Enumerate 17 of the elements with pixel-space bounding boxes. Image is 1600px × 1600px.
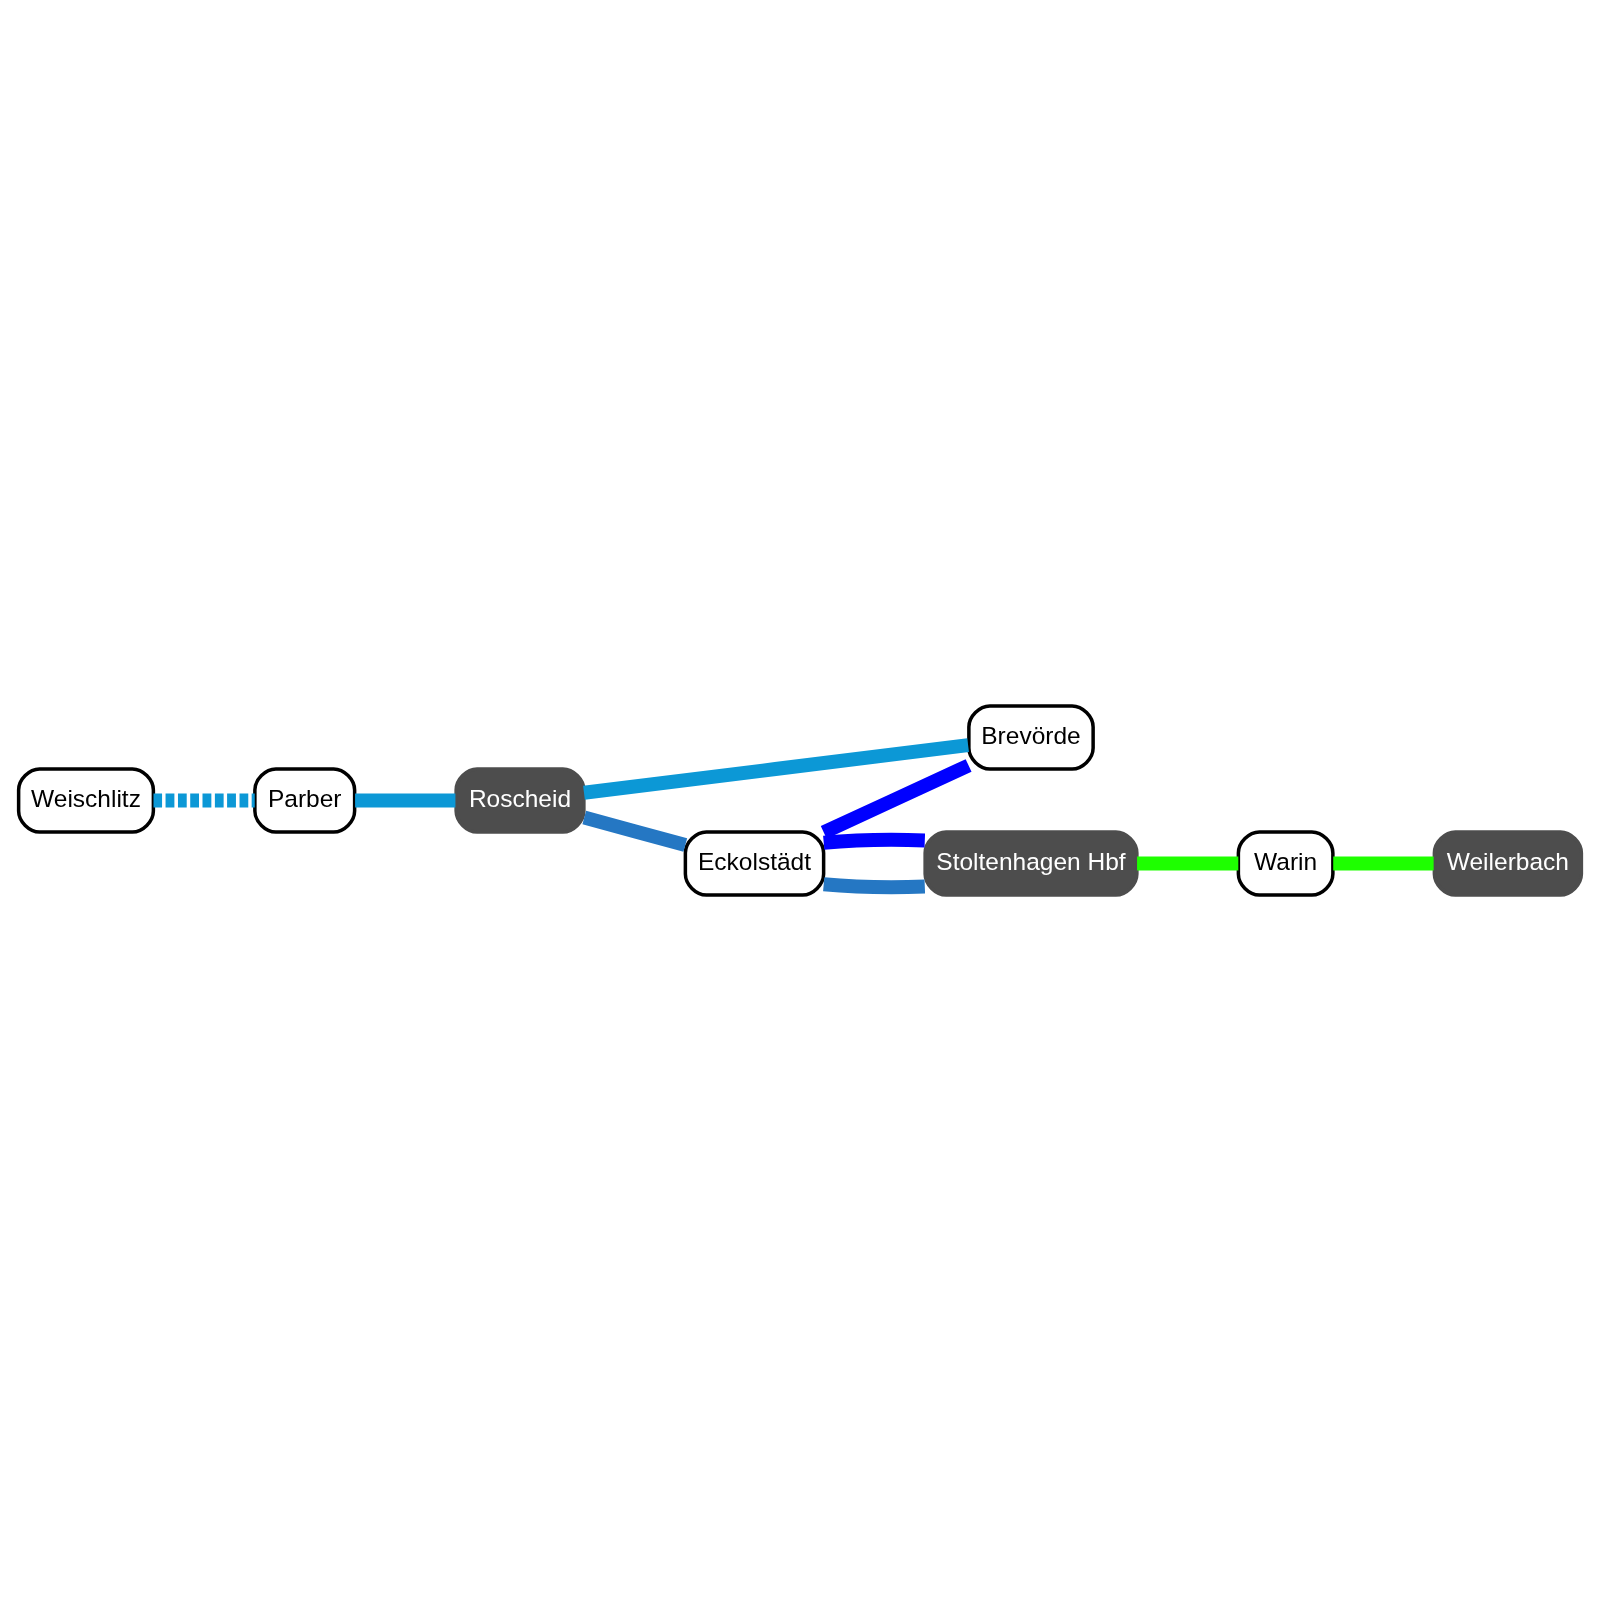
node-box: Weilerbach: [1432, 829, 1584, 897]
connector: [153, 793, 255, 807]
connector: [823, 876, 926, 894]
connector: [583, 737, 969, 800]
node-box: Eckolstädt: [683, 829, 826, 897]
node-box: Roscheid: [454, 766, 586, 834]
connector: [582, 810, 688, 852]
connector: [823, 832, 926, 850]
connector: [820, 758, 972, 839]
node-box: Parber: [253, 766, 357, 834]
node-box: Weischlitz: [16, 766, 156, 834]
node-box: Brevörde: [967, 703, 1095, 771]
connector: [355, 793, 456, 807]
connector: [1333, 856, 1434, 870]
node-box: Warin: [1236, 829, 1335, 897]
connector: [1137, 856, 1239, 870]
node-box: Stoltenhagen Hbf: [923, 829, 1139, 897]
